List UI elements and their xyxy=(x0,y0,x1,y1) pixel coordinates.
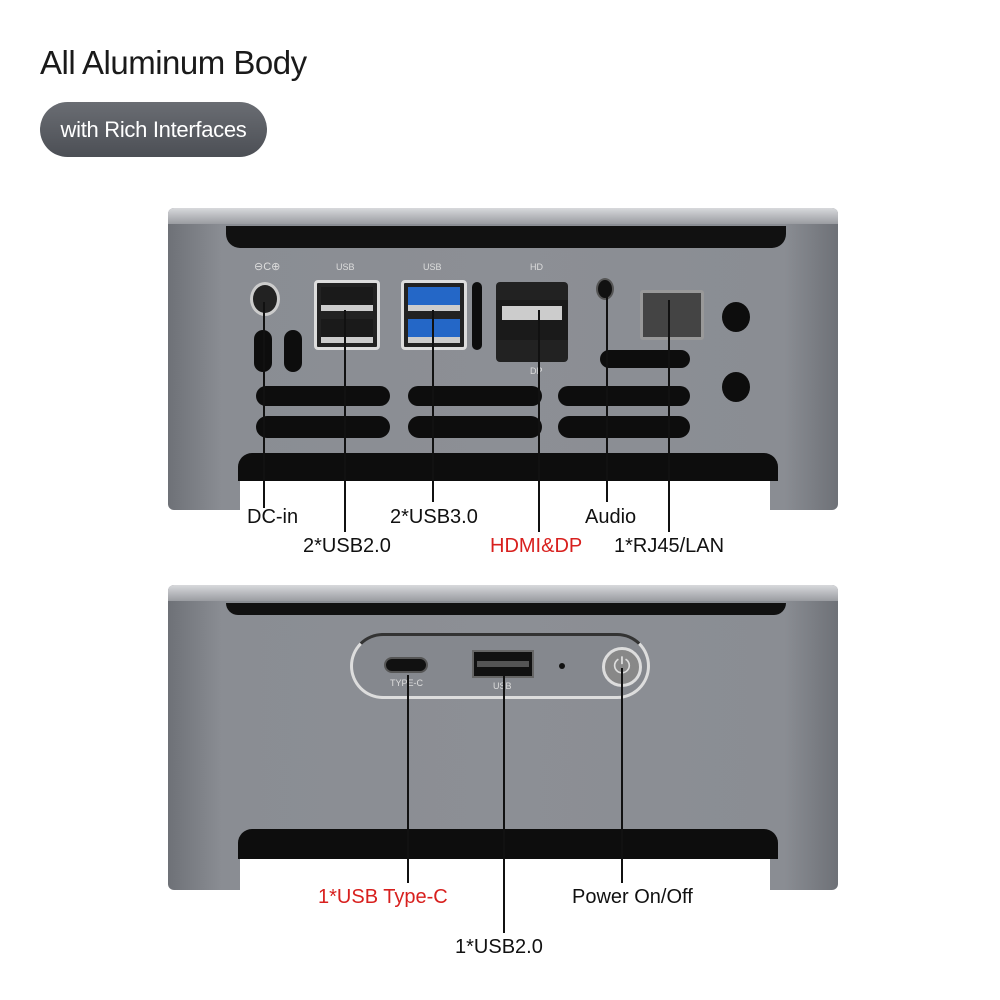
usb2-ports xyxy=(314,280,380,350)
usb-print: USB xyxy=(493,681,512,691)
hdmi-dp-ports xyxy=(496,282,568,362)
label-usb2: 2*USB2.0 xyxy=(303,535,391,557)
page-title: All Aluminum Body xyxy=(40,44,307,81)
label-usb-type-c: 1*USB Type-C xyxy=(318,886,448,908)
dc-jack xyxy=(250,282,280,316)
usb2-print: USB xyxy=(336,262,355,272)
subtitle-pill: with Rich Interfaces xyxy=(40,102,267,157)
label-hdmi-dp: HDMI&DP xyxy=(490,535,583,557)
label-usb3: 2*USB3.0 xyxy=(390,506,478,528)
label-front-usb2: 1*USB2.0 xyxy=(455,936,543,958)
front-panel-device: TYPE-C USB ⏻ xyxy=(168,585,838,891)
usb3-ports xyxy=(401,280,467,350)
label-dc-in: DC-in xyxy=(247,506,299,528)
label-power: Power On/Off xyxy=(572,886,693,908)
usb-a-port xyxy=(472,650,534,678)
typec-print: TYPE-C xyxy=(390,678,423,688)
audio-jack xyxy=(596,278,614,300)
dp-print: DP xyxy=(530,366,543,376)
usb3-print: USB xyxy=(423,262,442,272)
label-lan: 1*RJ45/LAN xyxy=(614,535,725,557)
hdmi-print: HD xyxy=(530,262,543,272)
back-panel-device: ⊖C⊕ USB USB HD DP xyxy=(168,208,838,511)
lan-port xyxy=(640,290,704,340)
usb-c-port xyxy=(384,657,428,673)
led-indicator xyxy=(559,663,565,669)
dc-print: ⊖C⊕ xyxy=(254,261,281,273)
lid xyxy=(168,208,838,224)
lid xyxy=(168,585,838,601)
label-audio: Audio xyxy=(585,506,637,528)
